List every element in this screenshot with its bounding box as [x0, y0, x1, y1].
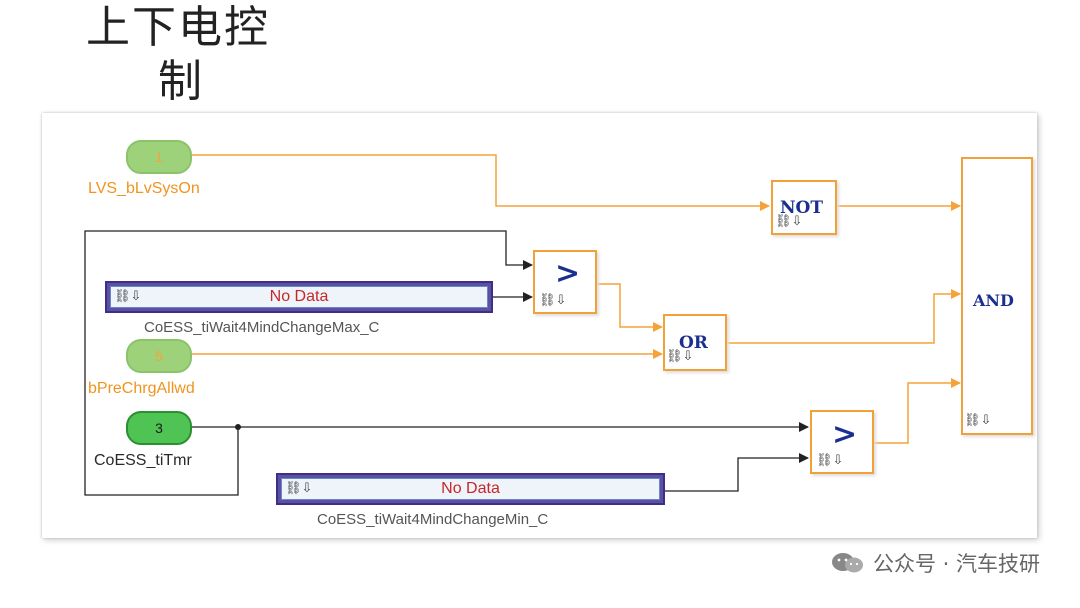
constant-value: No Data: [110, 286, 488, 308]
constant-label: CoESS_tiWait4MindChangeMin_C: [317, 511, 549, 528]
constant-value: No Data: [281, 478, 660, 500]
constant-label: CoESS_tiWait4MindChangeMax_C: [144, 319, 380, 336]
wire-or-to-and: [727, 289, 961, 344]
operator-symbol: AND: [973, 291, 1014, 310]
constant-block-min[interactable]: No Data: [276, 473, 665, 505]
library-link-icon: ⛓⇩: [775, 214, 803, 229]
logical-operator-not[interactable]: [771, 180, 837, 235]
wire-branch-to-gt1: [84, 230, 533, 496]
wire-p1-to-not: [189, 154, 770, 211]
library-link-icon: ⛓⇩: [114, 289, 142, 304]
logical-operator-or[interactable]: [663, 314, 727, 371]
inport-label: LVS_bLvSysOn: [88, 180, 200, 197]
library-link-icon: ⛓⇩: [666, 349, 694, 364]
title-line-1: 上下电控: [86, 2, 270, 53]
watermark: 公众号 · 汽车技研: [831, 548, 1040, 578]
signal-wires: [84, 154, 961, 496]
inport-number: 1: [155, 149, 163, 165]
operator-symbol: >: [832, 417, 858, 452]
inport-bPreChrgAllwd[interactable]: 5: [126, 339, 192, 373]
operator-symbol: NOT: [780, 198, 823, 218]
relational-operator-gt-1[interactable]: [533, 250, 597, 314]
wire-constmin-to-gt2: [665, 453, 809, 492]
inport-number: 5: [155, 348, 163, 364]
watermark-text: 公众号 · 汽车技研: [872, 552, 1040, 576]
inport-lvs-bLvSysOn[interactable]: 1: [126, 140, 192, 174]
logical-operator-and[interactable]: [961, 157, 1033, 435]
inport-label: CoESS_tiTmr: [94, 452, 192, 469]
wire-gt1-to-or: [597, 283, 663, 332]
diagram-canvas: 1 LVS_bLvSysOn 5 bPreChrgAllwd 3 CoESS_t…: [42, 113, 1037, 538]
wire-gt2-to-and: [874, 378, 961, 444]
constant-block-max[interactable]: No Data: [105, 281, 493, 313]
library-link-icon: ⛓⇩: [285, 481, 313, 496]
inport-number: 3: [155, 420, 163, 436]
library-link-icon: ⛓⇩: [816, 453, 844, 468]
inport-label: bPreChrgAllwd: [88, 380, 195, 397]
relational-operator-gt-2[interactable]: [810, 410, 874, 474]
operator-symbol: >: [555, 256, 581, 291]
branch-junction: [235, 424, 241, 430]
operator-symbol: OR: [679, 333, 708, 353]
title-line-2: 制: [158, 56, 204, 107]
inport-coess-tiTmr[interactable]: 3: [126, 411, 192, 445]
library-link-icon: ⛓⇩: [539, 293, 567, 308]
library-link-icon: ⛓⇩: [964, 413, 992, 428]
wechat-icon: [831, 553, 863, 573]
